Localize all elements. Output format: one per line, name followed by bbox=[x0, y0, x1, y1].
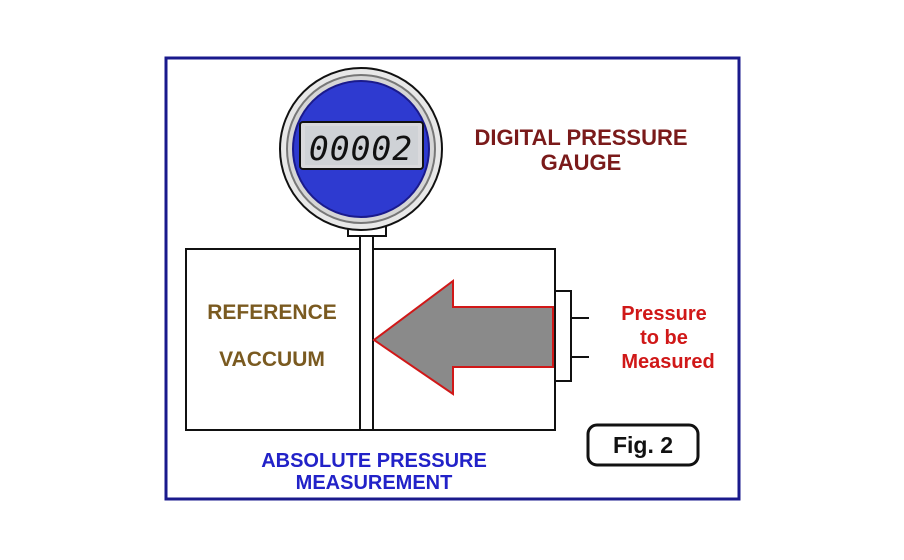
pressure-label-line3: Measured bbox=[621, 351, 714, 373]
figure-tag-box bbox=[586, 423, 700, 467]
chamber-label-line1: REFERENCE bbox=[207, 301, 337, 324]
pressure-label-line2: to be bbox=[640, 327, 688, 349]
caption-line2: MEASUREMENT bbox=[296, 472, 453, 494]
gauge-reading: 00002 bbox=[309, 129, 413, 168]
digital-pressure-gauge: 00002 bbox=[279, 67, 443, 231]
pressure-label-line1: Pressure bbox=[621, 303, 707, 325]
gauge-title-line1: DIGITAL PRESSURE bbox=[474, 125, 687, 150]
figure-tag: Fig. 2 bbox=[613, 432, 673, 458]
chamber-label-line2: VACCUUM bbox=[219, 348, 325, 371]
pressure-arrow bbox=[372, 279, 554, 396]
gauge-stem-tube bbox=[359, 233, 374, 431]
pressure-port-plate bbox=[554, 290, 572, 382]
gauge-lcd-inner bbox=[305, 126, 418, 165]
gauge-title-line2: GAUGE bbox=[541, 150, 622, 175]
caption-line1: ABSOLUTE PRESSURE bbox=[261, 450, 487, 472]
